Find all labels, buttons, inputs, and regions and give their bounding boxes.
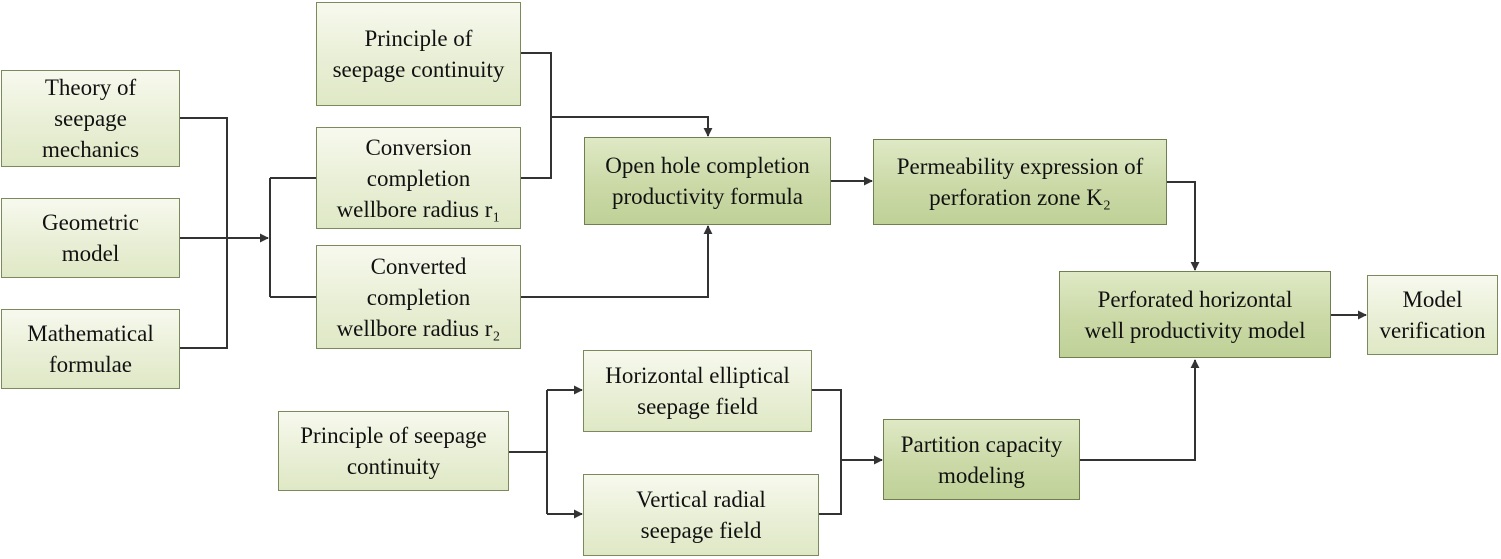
node-mathematical-formulae: Mathematical formulae <box>1 309 180 389</box>
node-label: Partition capacity modeling <box>900 431 1063 488</box>
node-model-verification: Model verification <box>1367 275 1498 355</box>
node-principle-of-seepage-continuity-top: Principle of seepage continuity <box>316 2 521 106</box>
node-label: Principle of seepage continuity <box>300 423 487 479</box>
node-label: Model verification <box>1379 287 1486 343</box>
connector-fields-merge <box>812 389 842 515</box>
node-partition-capacity-modeling: Partition capacity modeling <box>883 419 1080 500</box>
connector-theory <box>180 117 228 349</box>
node-label: Horizontal elliptical seepage field <box>605 363 790 419</box>
node-perforated-horizontal-well-model: Perforated horizontal well productivity … <box>1059 271 1331 358</box>
node-vertical-radial-seepage-field: Vertical radial seepage field <box>583 474 819 556</box>
node-label: Mathematical formulae <box>27 321 154 377</box>
connector-partition-to-perforated <box>1080 359 1200 461</box>
node-label: Vertical radial seepage field <box>636 487 766 543</box>
connector-r2-to-open-hole <box>521 225 713 298</box>
connector-principle-top <box>521 52 552 179</box>
node-label: Open hole completion productivity formul… <box>605 153 810 209</box>
node-converted-completion-radius-r2: Converted completion wellbore radius r₂ <box>316 245 521 349</box>
node-permeability-expression-k2: Permeability expression of perforation z… <box>873 139 1167 225</box>
node-label: Theory of seepage mechanics <box>41 75 140 162</box>
node-horizontal-elliptical-seepage-field: Horizontal elliptical seepage field <box>583 350 812 432</box>
node-label: Converted completion wellbore radius r₂ <box>336 253 501 341</box>
connector-permeability-to-perforated <box>1167 181 1200 271</box>
node-principle-of-seepage-continuity-bottom: Principle of seepage continuity <box>278 411 509 491</box>
node-label: Conversion completion wellbore radius r₁ <box>336 134 501 222</box>
node-label: Geometric model <box>41 210 140 266</box>
node-open-hole-completion-formula: Open hole completion productivity formul… <box>584 137 831 225</box>
node-label: Permeability expression of perforation z… <box>896 154 1144 210</box>
node-label: Perforated horizontal well productivity … <box>1084 286 1306 343</box>
node-theory-of-seepage-mechanics: Theory of seepage mechanics <box>1 70 180 167</box>
node-label: Principle of seepage continuity <box>332 26 505 82</box>
node-conversion-completion-radius-r1: Conversion completion wellbore radius r₁ <box>316 127 521 229</box>
connector-to-open-hole-top <box>551 116 713 137</box>
node-geometric-model: Geometric model <box>1 198 180 278</box>
